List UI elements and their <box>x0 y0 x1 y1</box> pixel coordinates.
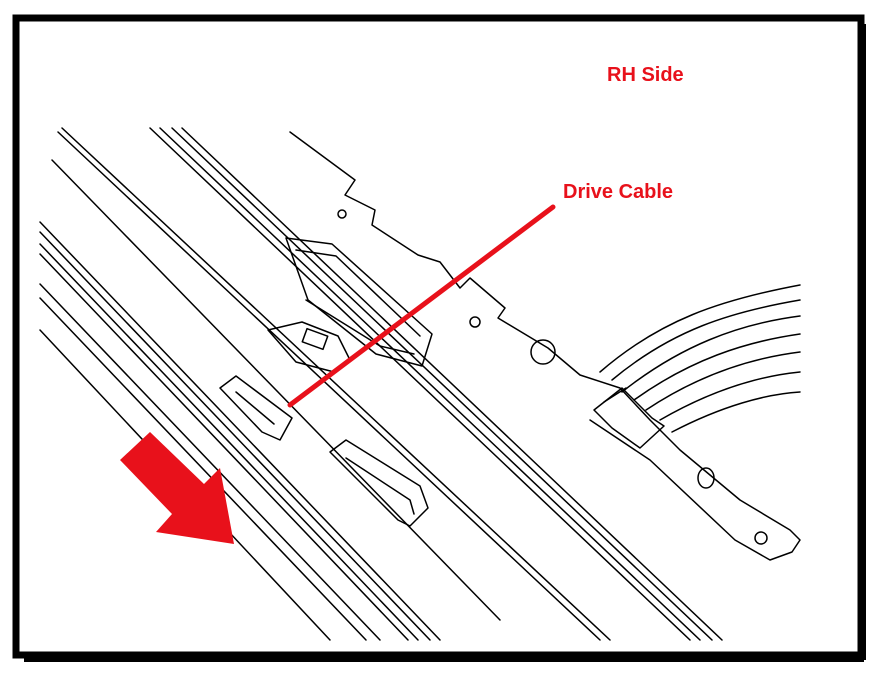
slider-block-lower <box>219 375 293 441</box>
bracket-hole <box>530 339 556 365</box>
slider-carriage <box>329 439 429 527</box>
side-label: RH Side <box>607 64 684 86</box>
slider-shoe-upper <box>285 237 433 367</box>
cable-clamp <box>593 387 665 449</box>
mounting-bracket <box>289 131 801 561</box>
drive-cable-label: Drive Cable <box>563 181 673 203</box>
diagram-border <box>12 14 865 659</box>
bracket-hole <box>754 531 768 545</box>
arrow-down-right-icon <box>120 432 234 544</box>
guide-rail-lines-left <box>39 159 501 641</box>
callout-leader-line <box>287 204 556 408</box>
bracket-hole <box>469 316 481 328</box>
cable-bundle <box>599 284 801 433</box>
bracket-hole <box>697 467 715 489</box>
bracket-hole <box>337 209 347 219</box>
guide-rail-lines-top <box>57 127 723 641</box>
